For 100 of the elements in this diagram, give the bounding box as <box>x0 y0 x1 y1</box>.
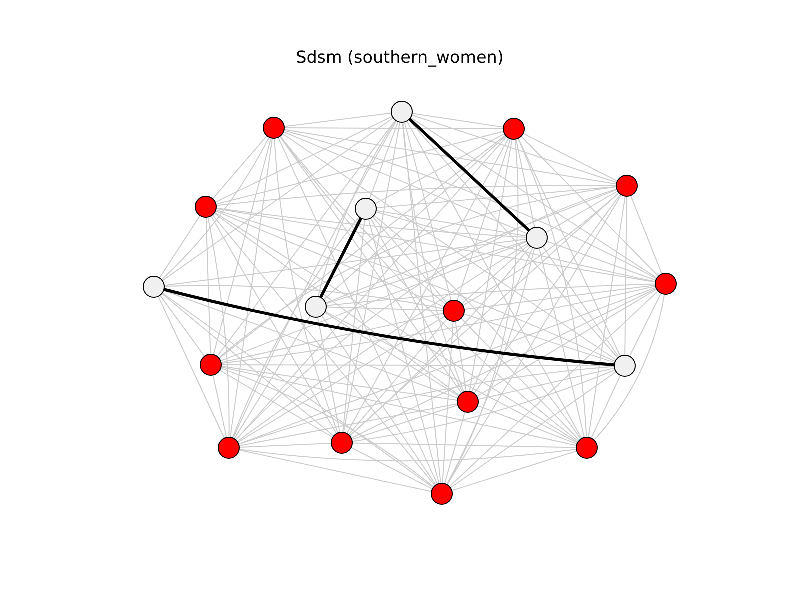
edge-line <box>326 306 444 312</box>
edge-line <box>325 189 618 304</box>
edge-line <box>464 284 656 310</box>
edge-line <box>214 212 579 443</box>
edge-line <box>238 366 616 445</box>
node-circle <box>200 354 222 376</box>
edge-line <box>238 449 578 462</box>
edge-line <box>404 122 452 302</box>
edge-line <box>284 128 504 130</box>
edge-line <box>374 134 506 204</box>
edge-line <box>216 131 504 205</box>
node-circle <box>614 355 636 377</box>
edge-line <box>546 190 618 234</box>
edge-line <box>464 314 616 364</box>
node-circle <box>655 273 677 295</box>
edge-line <box>238 403 458 447</box>
edge-line <box>216 185 617 206</box>
edge-line <box>352 370 616 442</box>
edge-line <box>402 122 465 393</box>
node-circle <box>526 227 548 249</box>
edge-line <box>214 116 394 203</box>
edge-line <box>164 285 444 310</box>
edge-line <box>212 214 436 486</box>
edge-line <box>629 292 662 358</box>
edge-line <box>238 287 657 445</box>
edge-line <box>402 122 442 484</box>
edge-line <box>408 119 619 359</box>
edge-line <box>239 442 332 448</box>
edge-line <box>411 114 618 184</box>
node-circle <box>305 296 327 318</box>
edge-line <box>538 248 586 438</box>
edge-line <box>376 211 656 282</box>
edge-line <box>206 217 212 355</box>
edge-line <box>376 186 618 209</box>
edge-line <box>474 194 622 394</box>
edge-line <box>590 375 622 439</box>
edge-line <box>446 194 622 486</box>
edge-line <box>236 243 529 442</box>
edge-line <box>317 316 341 434</box>
edge-line <box>326 240 528 304</box>
edge-line <box>370 218 464 394</box>
edge-line <box>283 132 528 234</box>
edge-line <box>342 218 366 434</box>
edge-line <box>163 290 459 399</box>
edge-line <box>216 208 527 238</box>
node-circle <box>576 437 598 459</box>
edge-line <box>349 246 532 437</box>
edge-line <box>220 241 528 362</box>
node-circle <box>457 391 479 413</box>
edge-line <box>212 374 228 438</box>
edge-line <box>323 136 507 300</box>
edge-line <box>282 133 617 361</box>
edge-line <box>520 136 660 277</box>
edge-line <box>449 290 659 488</box>
edge-line <box>412 113 504 128</box>
edge-line <box>542 246 620 358</box>
edge-line <box>230 138 274 438</box>
edge-line <box>216 208 656 283</box>
node-circle <box>443 300 465 322</box>
edge-line <box>518 138 622 357</box>
node-circle <box>355 198 377 220</box>
edge-line <box>352 442 577 448</box>
edge-line <box>477 405 578 445</box>
thick-edge-line <box>164 288 615 367</box>
node-circle <box>195 196 217 218</box>
edge-line <box>546 241 657 281</box>
edge-line <box>238 450 432 492</box>
edge-line <box>348 318 448 436</box>
edge-line <box>452 450 578 492</box>
node-circle <box>503 118 525 140</box>
edge-line <box>215 210 445 308</box>
edge-line <box>588 196 626 438</box>
edge-line <box>280 136 446 305</box>
edge-line <box>235 188 618 441</box>
edge-line <box>237 316 446 444</box>
edge-line <box>368 218 440 484</box>
edge-line <box>218 134 506 360</box>
edge-line <box>216 120 396 358</box>
edge-line <box>220 286 656 364</box>
edge-line <box>284 112 392 128</box>
node-circle <box>431 483 453 505</box>
edge-line <box>624 196 628 356</box>
edge-line <box>478 368 616 400</box>
edge-line <box>218 186 618 359</box>
edge-line <box>369 121 399 200</box>
edge-line <box>594 294 666 441</box>
edge-line <box>318 120 397 298</box>
edge-line <box>516 138 536 228</box>
edge-line <box>162 118 394 282</box>
edge-line <box>324 311 578 444</box>
edge-line <box>158 296 226 439</box>
edge-line <box>284 130 658 280</box>
edge-line <box>442 320 454 484</box>
edge-line <box>444 412 466 484</box>
edge-line <box>159 215 201 279</box>
edge-line <box>406 120 582 440</box>
node-circle <box>391 101 413 123</box>
node-circle <box>616 175 638 197</box>
edge-line <box>160 294 206 358</box>
edge-line <box>161 136 270 280</box>
